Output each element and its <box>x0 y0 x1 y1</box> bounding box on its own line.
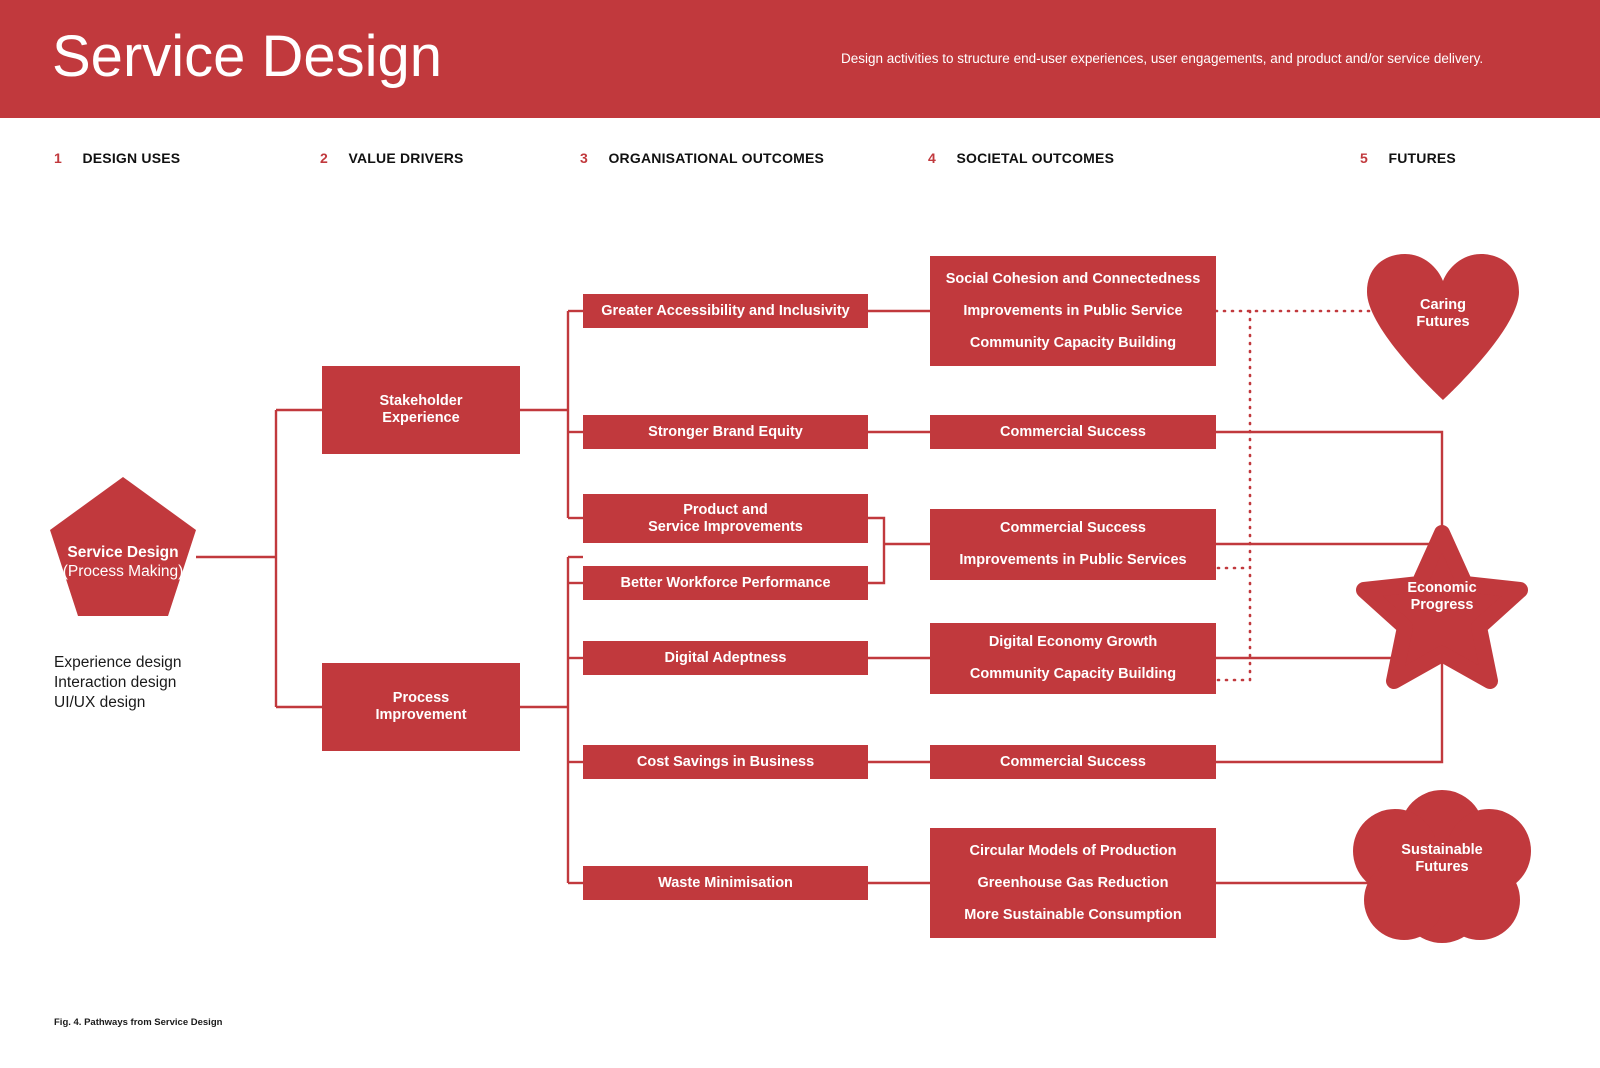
column-header-value-drivers: 2 VALUE DRIVERS <box>320 150 464 166</box>
node-cost-savings-in-business[interactable]: Cost Savings in Business <box>583 745 868 779</box>
column-label: ORGANISATIONAL OUTCOMES <box>608 150 825 166</box>
star-shape <box>1356 525 1528 689</box>
page-subtitle: Design activities to structure end-user … <box>841 51 1484 66</box>
pentagon-shape <box>50 477 196 616</box>
node-line-2: Improvements in Public Service <box>963 302 1183 319</box>
node-line-3: More Sustainable Consumption <box>964 906 1182 923</box>
design-uses-caption: Experience design Interaction design UI/… <box>54 653 182 713</box>
column-header-futures: 5 FUTURES <box>1360 150 1456 166</box>
column-label: SOCIETAL OUTCOMES <box>956 150 1115 166</box>
edge-commercial-to-economic-upper <box>1216 430 1444 557</box>
node-societal-social-cohesion-group[interactable]: Social Cohesion and Connectedness Improv… <box>930 256 1216 366</box>
node-societal-circular-models-group[interactable]: Circular Models of Production Greenhouse… <box>930 828 1216 938</box>
node-line-1: Circular Models of Production <box>969 842 1177 859</box>
node-stakeholder-experience[interactable]: Stakeholder Experience <box>322 366 520 454</box>
node-greater-accessibility[interactable]: Greater Accessibility and Inclusivity <box>583 294 868 328</box>
node-line-1: Commercial Success <box>1000 423 1146 440</box>
node-process-improvement[interactable]: Process Improvement <box>322 663 520 751</box>
caption-line-3: UI/UX design <box>54 694 146 711</box>
column-header-societal-outcomes: 4 SOCIETAL OUTCOMES <box>928 150 1115 166</box>
node-societal-commercial-public-services[interactable]: Commercial Success Improvements in Publi… <box>930 509 1216 580</box>
node-line-1: Waste Minimisation <box>658 874 793 891</box>
page-title: Service Design <box>52 24 443 89</box>
node-line-1: Better Workforce Performance <box>620 574 831 591</box>
node-societal-commercial-success-cost[interactable]: Commercial Success <box>930 745 1216 779</box>
column-header-organisational-outcomes: 3 ORGANISATIONAL OUTCOMES <box>580 150 825 166</box>
node-line-1: Stronger Brand Equity <box>648 423 803 440</box>
node-line-1: Greater Accessibility and Inclusivity <box>601 302 850 319</box>
column-header-design-uses: 1 DESIGN USES <box>54 150 181 166</box>
node-line-2: Greenhouse Gas Reduction <box>977 874 1169 891</box>
node-line-2: Community Capacity Building <box>969 666 1177 682</box>
node-stronger-brand-equity[interactable]: Stronger Brand Equity <box>583 415 868 449</box>
node-product-service-improvements[interactable]: Product and Service Improvements <box>583 494 868 543</box>
page-header: Service Design Design activities to stru… <box>0 0 1600 118</box>
node-better-workforce-performance[interactable]: Better Workforce Performance <box>583 566 868 600</box>
node-societal-commercial-success-brand[interactable]: Commercial Success <box>930 415 1216 449</box>
node-line-1: Social Cohesion and Connectedness <box>945 270 1201 287</box>
edge-commercial-to-economic-lower <box>1216 660 1444 764</box>
heart-shape <box>1367 254 1519 400</box>
column-label: DESIGN USES <box>82 150 181 166</box>
node-line-1: Process <box>392 690 450 706</box>
figure-caption: Fig. 4. Pathways from Service Design <box>54 1017 223 1028</box>
node-digital-adeptness[interactable]: Digital Adeptness <box>583 641 868 675</box>
node-line-2: Service Improvements <box>648 518 803 535</box>
node-line-1: Commercial Success <box>1000 520 1146 536</box>
node-line-2: Improvements in Public Services <box>959 552 1187 568</box>
node-line-1: Cost Savings in Business <box>636 753 815 770</box>
node-line-3: Community Capacity Building <box>969 334 1177 351</box>
node-line-1: Product and <box>683 501 768 518</box>
column-label: FUTURES <box>1388 150 1456 166</box>
flower-shape <box>1353 790 1531 943</box>
caption-line-2: Interaction design <box>54 674 177 691</box>
node-line-1: Commercial Success <box>1000 753 1146 770</box>
node-societal-digital-economy-community[interactable]: Digital Economy Growth Community Capacit… <box>930 623 1216 694</box>
caption-line-1: Experience design <box>54 654 182 671</box>
node-line-1: Stakeholder <box>379 393 463 409</box>
node-line-2: Experience <box>382 410 460 426</box>
node-line-1: Digital Economy Growth <box>988 634 1158 650</box>
column-label: VALUE DRIVERS <box>348 150 464 166</box>
node-line-1: Digital Adeptness <box>664 649 787 666</box>
node-line-2: Improvement <box>375 707 467 723</box>
edge-product-workforce-bracket <box>868 516 886 585</box>
node-waste-minimisation[interactable]: Waste Minimisation <box>583 866 868 900</box>
